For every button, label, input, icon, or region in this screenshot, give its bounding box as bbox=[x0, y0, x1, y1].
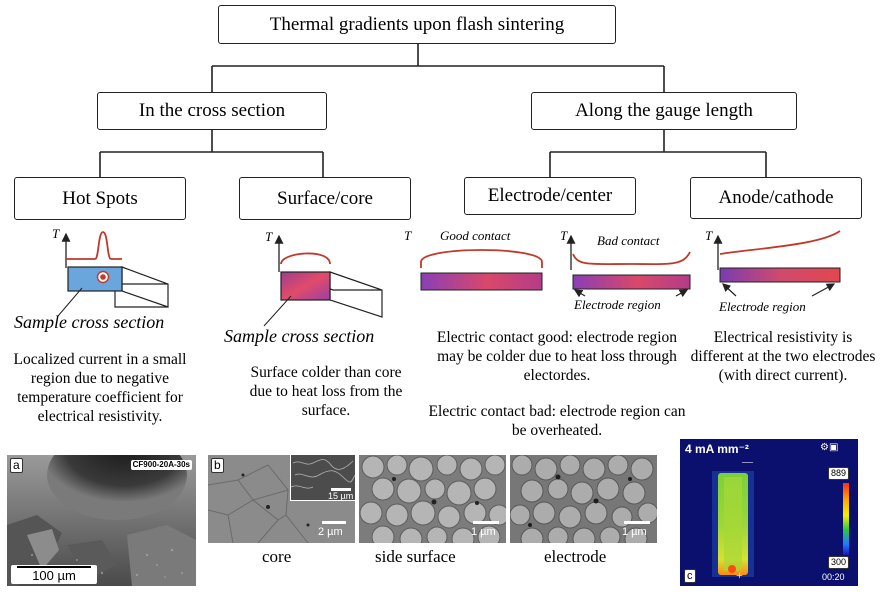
electrode-region-label-anode: Electrode region bbox=[719, 299, 806, 314]
axis-t-anode-cathode: T bbox=[705, 228, 713, 243]
root-connector bbox=[211, 44, 665, 92]
hot-spots-cross-section bbox=[67, 266, 123, 292]
electrode-region-label-bad: Electrode region bbox=[574, 297, 661, 312]
hot-spot-inner bbox=[100, 274, 106, 280]
anode-cathode-sketch bbox=[713, 230, 841, 297]
panel-b-side-texture bbox=[359, 455, 506, 543]
contact-bad-description: Electric contact bad: electrode region c… bbox=[428, 403, 686, 439]
bad-contact-sketch bbox=[566, 234, 691, 298]
hot-spots-sketch bbox=[57, 231, 169, 317]
root-box: Thermal gradients upon flash sintering bbox=[218, 5, 616, 44]
branch-cross-section: In the cross section bbox=[97, 92, 327, 130]
branch-gauge-length: Along the gauge length bbox=[531, 92, 797, 130]
svg-text:—: — bbox=[741, 456, 754, 468]
panel-b-electrode: 1 µm bbox=[510, 455, 657, 543]
panel-b-inset-scale: 15 µm bbox=[328, 491, 354, 501]
panel-c-time: 00:20 bbox=[822, 572, 845, 582]
bad-contact-temperature-curve bbox=[572, 251, 691, 266]
hot-spots-description: Localized current in a small region due … bbox=[13, 351, 187, 425]
panel-b-side-scale-bar bbox=[473, 521, 499, 524]
axis-t-hot-spots: T bbox=[52, 226, 60, 241]
panel-c-status-icons: ⚙▣ bbox=[820, 442, 839, 453]
axis-t-good-contact: T bbox=[404, 228, 412, 243]
panel-b-core: 15 µm b 2 µm bbox=[208, 455, 355, 543]
svg-text:+: + bbox=[736, 568, 743, 582]
axis-t-bad-contact: T bbox=[560, 228, 568, 243]
anode-cathode-arrow-right bbox=[811, 283, 836, 297]
panel-b-core-scale-bar bbox=[322, 521, 346, 524]
good-contact-temperature-curve bbox=[420, 249, 543, 268]
bad-contact-arrow-right bbox=[675, 289, 689, 298]
panel-a-micrograph: a CF900-20A-30s 100 µm bbox=[7, 455, 196, 586]
surface-core-sketch bbox=[263, 234, 383, 327]
panel-b-electrode-texture bbox=[510, 455, 657, 543]
bad-contact-bar bbox=[572, 274, 691, 290]
panel-c-thermal-image: + — 4 mA mm⁻² ⚙▣ 889 300 c 00:20 bbox=[680, 439, 858, 586]
panel-b-electrode-scale-bar bbox=[624, 521, 650, 524]
panel-a-scale-label: 100 µm bbox=[11, 565, 97, 584]
panel-b-inset-texture bbox=[291, 455, 355, 500]
panel-b-side-surface: 1 µm bbox=[359, 455, 506, 543]
bad-contact-label: Bad contact bbox=[597, 233, 660, 248]
leaf-hot-spots: Hot Spots bbox=[14, 177, 186, 220]
panel-b-inset: 15 µm bbox=[290, 455, 355, 501]
panel-a-letter: a bbox=[10, 458, 23, 473]
surface-core-temperature-curve bbox=[280, 252, 331, 265]
bad-contact-arrow-left bbox=[573, 289, 586, 298]
anode-cathode-description: Electrical resistivity is different at t… bbox=[690, 329, 876, 384]
good-contact-bar bbox=[420, 272, 543, 291]
panel-c-scale-min: 300 bbox=[828, 556, 850, 569]
panel-b-label-side-surface: side surface bbox=[375, 547, 456, 566]
surface-core-description: Surface colder than core due to heat los… bbox=[249, 364, 403, 419]
panel-b-inset-scale-bar bbox=[331, 488, 351, 491]
left-branch-connector bbox=[99, 130, 324, 177]
panel-b-label-core: core bbox=[262, 547, 292, 566]
anode-cathode-temperature-curve bbox=[719, 230, 841, 255]
panel-a-texture bbox=[7, 455, 196, 586]
leaf-surface-core: Surface/core bbox=[239, 177, 411, 220]
panel-b-label-electrode: electrode bbox=[544, 547, 607, 566]
panel-a-stamp: CF900-20A-30s bbox=[130, 460, 192, 470]
panel-a-scale-text: 100 µm bbox=[32, 568, 76, 583]
sample-cross-section-caption-hot: Sample cross section bbox=[14, 312, 165, 332]
anode-cathode-bar bbox=[719, 267, 841, 283]
leaf-anode-cathode: Anode/cathode bbox=[690, 177, 862, 219]
axis-t-surface-core: T bbox=[265, 229, 273, 244]
right-branch-connector bbox=[549, 130, 767, 177]
surface-core-cross-section bbox=[280, 271, 331, 301]
hot-spots-temperature-curve bbox=[66, 231, 122, 260]
panel-c-scale-max: 889 bbox=[828, 467, 850, 480]
panel-b-core-scale: 2 µm bbox=[318, 526, 343, 538]
panel-b-side-scale: 1 µm bbox=[471, 526, 496, 538]
hot-spots-pointer bbox=[57, 287, 83, 317]
good-contact-label: Good contact bbox=[440, 228, 511, 243]
good-contact-sketch bbox=[420, 249, 543, 291]
panel-b-electrode-scale: 1 µm bbox=[622, 526, 647, 538]
anode-cathode-arrow-left bbox=[722, 283, 737, 297]
panel-c-letter: c bbox=[684, 569, 696, 583]
panel-b-letter: b bbox=[211, 458, 224, 473]
surface-core-pointer bbox=[263, 295, 292, 327]
sample-cross-section-caption-core: Sample cross section bbox=[224, 326, 375, 346]
panel-c-current-density: 4 mA mm⁻² bbox=[685, 442, 749, 456]
panel-a-scale-bar bbox=[17, 566, 91, 568]
contact-good-description: Electric contact good: electrode region … bbox=[436, 329, 678, 384]
leaf-electrode-center: Electrode/center bbox=[464, 177, 636, 215]
